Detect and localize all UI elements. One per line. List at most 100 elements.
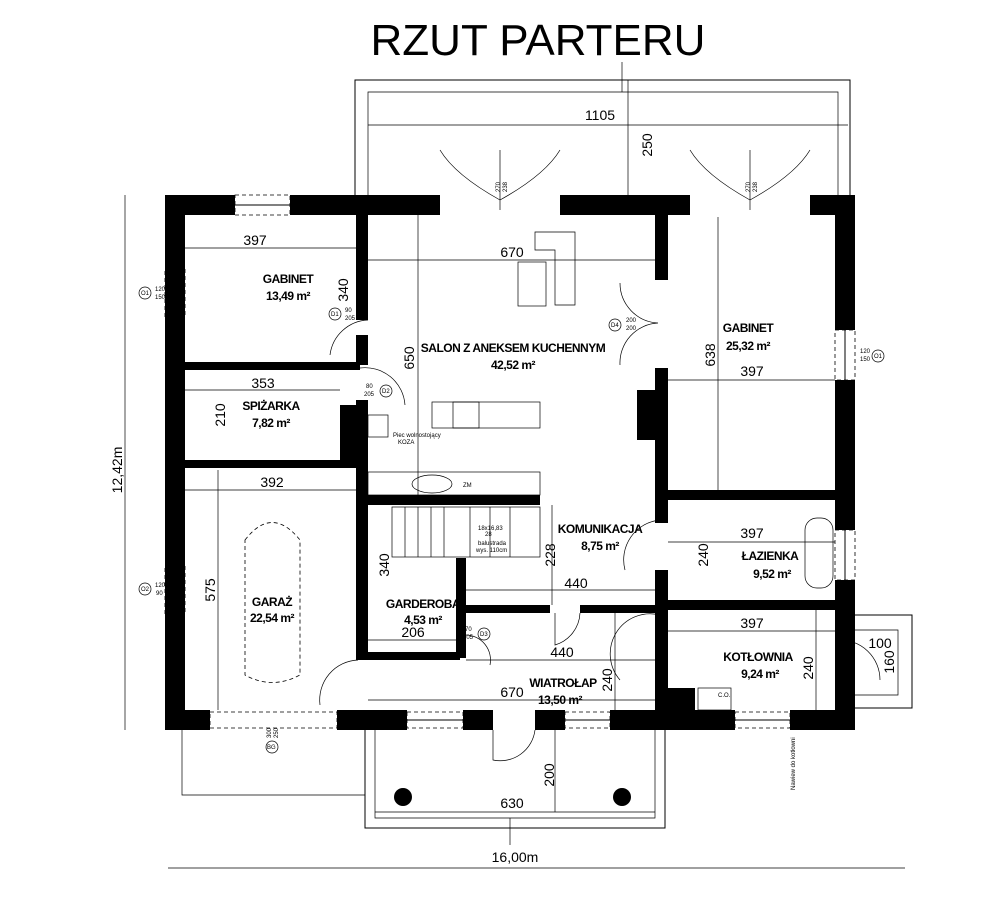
tag: D4 bbox=[611, 323, 619, 329]
dim-garaz-width: 392 bbox=[260, 474, 284, 490]
sink-icon bbox=[411, 474, 453, 494]
tag-bottom: 205 bbox=[345, 316, 356, 322]
room-name: GABINET bbox=[263, 272, 315, 286]
room-name: SPIŻARKA bbox=[242, 398, 300, 413]
room-name: WIATROŁAP bbox=[529, 676, 597, 690]
dim-lazienka-width: 397 bbox=[740, 525, 764, 541]
opening-tag-d4: D4 200 200 bbox=[608, 318, 637, 332]
opening-tag-bg: BG 300 250 bbox=[265, 727, 280, 754]
room-garaz: GARAŻ 22,54 m² bbox=[244, 522, 301, 683]
tag: O2 bbox=[141, 587, 150, 593]
room-name: GARAŻ bbox=[252, 594, 292, 609]
dim-step-width: 100 bbox=[868, 635, 892, 651]
room-area: 22,54 m² bbox=[250, 611, 295, 625]
vent-note: Nawiew do kotłowni bbox=[791, 737, 797, 790]
room-area: 4,53 m² bbox=[404, 613, 442, 627]
dim-garderoba-width: 206 bbox=[401, 624, 425, 640]
stairs-note: 18x16,83 bbox=[478, 526, 503, 532]
railing-note: balustrada bbox=[478, 541, 507, 547]
room-area: 8,75 m² bbox=[581, 539, 619, 553]
room-name: ŁAZIENKA bbox=[742, 549, 799, 563]
fridge-label: ZM bbox=[463, 483, 472, 489]
windows bbox=[164, 194, 856, 729]
stove-note-2: KOZA bbox=[398, 440, 414, 446]
dim-spizarka-width: 353 bbox=[251, 375, 275, 391]
opening-tag-o2: O2 120 90 bbox=[138, 582, 166, 597]
dim-wiatrolap-height: 240 bbox=[599, 668, 615, 692]
room-area: 25,32 m² bbox=[726, 339, 771, 353]
dim-salon-width: 670 bbox=[500, 244, 524, 260]
tag-bottom: 200 bbox=[626, 326, 637, 332]
sofa-icon bbox=[534, 231, 576, 306]
column-icon bbox=[394, 788, 412, 806]
tag-bottom: 150 bbox=[155, 295, 166, 301]
stairs: 18x16,83 28 balustrada wys. 110cm bbox=[391, 506, 541, 558]
opening-tag-o1-left: O1 120 150 bbox=[138, 286, 166, 301]
room-area: 13,50 m² bbox=[538, 693, 583, 707]
tag-top: 200 bbox=[626, 318, 637, 324]
room-name: GARDEROBA bbox=[386, 597, 461, 611]
tag-top: 300 bbox=[267, 727, 273, 738]
bathtub-icon bbox=[804, 517, 834, 589]
kitchen: ZM Piec wolnostojący KOZA bbox=[367, 231, 576, 496]
dim-gabinet1-height: 340 bbox=[335, 278, 351, 302]
dimension-lines bbox=[185, 215, 835, 710]
opening-tag-ot: 270 238 270 238 bbox=[496, 181, 759, 192]
boiler-label: C.O. bbox=[718, 693, 731, 699]
tag: O1 bbox=[874, 354, 883, 360]
room-area: 13,49 m² bbox=[266, 289, 311, 303]
room-area: 7,82 m² bbox=[252, 416, 290, 430]
column-icon bbox=[613, 788, 631, 806]
walls bbox=[165, 195, 855, 730]
room-kotlownia: KOTŁOWNIA 9,24 m² C.O. bbox=[697, 650, 794, 711]
dim-garderoba-height: 340 bbox=[376, 553, 392, 577]
opening-tag-o1-right: O1 120 150 bbox=[860, 349, 885, 363]
stove-icon bbox=[367, 414, 389, 438]
doors bbox=[319, 149, 881, 762]
tag: D1 bbox=[331, 312, 339, 318]
dim-step-height: 160 bbox=[881, 650, 897, 674]
room-gabinet-2: GABINET 25,32 m² bbox=[723, 321, 775, 353]
dim-gabinet1-width: 397 bbox=[243, 232, 267, 248]
tag-top: 70 bbox=[465, 627, 472, 633]
room-area: 9,52 m² bbox=[753, 567, 791, 581]
plan-title: RZUT PARTERU bbox=[371, 16, 706, 65]
dim-lazienka-height: 240 bbox=[695, 543, 711, 567]
room-spizarka: SPIŻARKA 7,82 m² bbox=[242, 398, 301, 430]
tag-top: 120 bbox=[155, 287, 166, 293]
dim-porch-width: 630 bbox=[500, 795, 524, 811]
tag-bottom: 250 bbox=[274, 727, 280, 738]
tag-top: 120 bbox=[155, 583, 166, 589]
tag-top: 80 bbox=[366, 384, 373, 390]
dim-komunikacja-width: 440 bbox=[564, 575, 588, 591]
dim-wiatrolap-width: 670 bbox=[500, 684, 524, 700]
dim-gabinet2-width: 397 bbox=[740, 363, 764, 379]
dim-garaz-height: 575 bbox=[202, 578, 218, 602]
tag: BG bbox=[267, 745, 276, 751]
room-lazienka: ŁAZIENKA 9,52 m² bbox=[742, 517, 834, 589]
tag-top: 90 bbox=[345, 308, 352, 314]
dim-terrace-width: 1105 bbox=[585, 107, 615, 123]
room-name: GABINET bbox=[723, 321, 775, 335]
dim-porch-depth: 200 bbox=[541, 763, 557, 787]
tag: O1 bbox=[141, 291, 150, 297]
dim-terrace-depth: 250 bbox=[639, 133, 655, 157]
dim-total-depth: 12,42m bbox=[109, 447, 125, 494]
tag-top: 270 bbox=[746, 181, 752, 192]
dim-gabinet2-height: 638 bbox=[702, 343, 718, 367]
opening-tag-d3: D3 70 205 bbox=[463, 627, 491, 641]
tag-bottom: 205 bbox=[463, 635, 474, 641]
tag-bottom: 205 bbox=[364, 392, 375, 398]
cooktop-icon bbox=[452, 401, 480, 429]
tag-bottom: 238 bbox=[503, 181, 509, 192]
room-name: KOTŁOWNIA bbox=[723, 650, 793, 664]
tag-bottom: 150 bbox=[860, 357, 871, 363]
table-icon bbox=[517, 261, 547, 307]
dim-hall-width: 440 bbox=[550, 644, 574, 660]
opening-tag-d2: D2 80 205 bbox=[364, 384, 393, 398]
stairs-note-2: 28 bbox=[485, 532, 492, 538]
railing-note-2: wys. 110cm bbox=[475, 548, 507, 554]
room-gabinet-1: GABINET 13,49 m² bbox=[263, 272, 315, 303]
room-area: 42,52 m² bbox=[491, 358, 536, 372]
